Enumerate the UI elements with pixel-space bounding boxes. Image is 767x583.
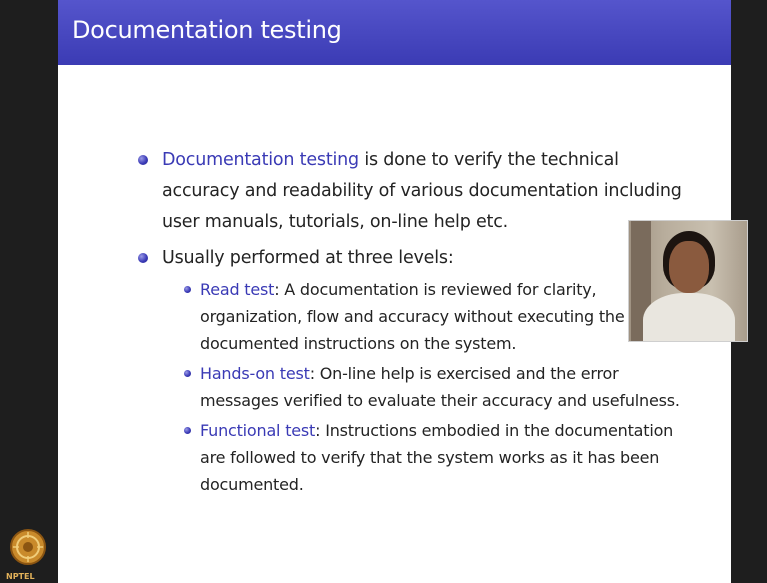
sub-bullet-term: Functional test — [200, 421, 316, 440]
sub-bullet-functional-test: Functional test: Instructions embodied i… — [182, 417, 698, 498]
nptel-logo-icon: NPTEL — [4, 522, 52, 582]
sub-bullet-read-test: Read test: A documentation is reviewed f… — [182, 276, 698, 357]
bullet-text: Usually performed at three levels: — [162, 248, 454, 268]
bullet-dot-icon — [184, 286, 191, 293]
webcam-presenter-face — [669, 241, 709, 293]
sub-bullet-hands-on-test: Hands-on test: On-line help is exercised… — [182, 360, 698, 414]
sub-bullet-term: Read test — [200, 280, 275, 299]
sub-bullet-text: : On-line help is exercised and the erro… — [200, 364, 680, 410]
nptel-logo-label: NPTEL — [6, 572, 35, 581]
bullet-item-levels: Usually performed at three levels: Read … — [138, 243, 698, 498]
bullet-dot-icon — [138, 155, 148, 165]
sub-bullet-term: Hands-on test — [200, 364, 310, 383]
title-bar: Documentation testing — [58, 0, 731, 65]
bullet-highlight: Documentation testing — [162, 150, 359, 170]
sub-bullet-text: : A documentation is reviewed for clarit… — [200, 280, 625, 353]
webcam-presenter-body — [643, 293, 735, 341]
bullet-item-documentation-testing: Documentation testing is done to verify … — [138, 145, 698, 238]
sub-bullet-list: Read test: A documentation is reviewed f… — [182, 276, 698, 498]
bullet-dot-icon — [184, 370, 191, 377]
sub-bullet-text: : Instructions embodied in the documenta… — [200, 421, 674, 494]
slide: Documentation testing Documentation test… — [58, 0, 731, 583]
slide-title: Documentation testing — [72, 16, 342, 44]
bullet-dot-icon — [184, 427, 191, 434]
webcam-presenter — [628, 220, 748, 342]
bullet-dot-icon — [138, 253, 148, 263]
bullet-text: is done to verify the technical accuracy… — [162, 150, 682, 232]
bullet-list: Documentation testing is done to verify … — [138, 145, 698, 503]
nptel-emblem-icon — [10, 529, 46, 565]
left-frame-bar — [0, 0, 58, 583]
